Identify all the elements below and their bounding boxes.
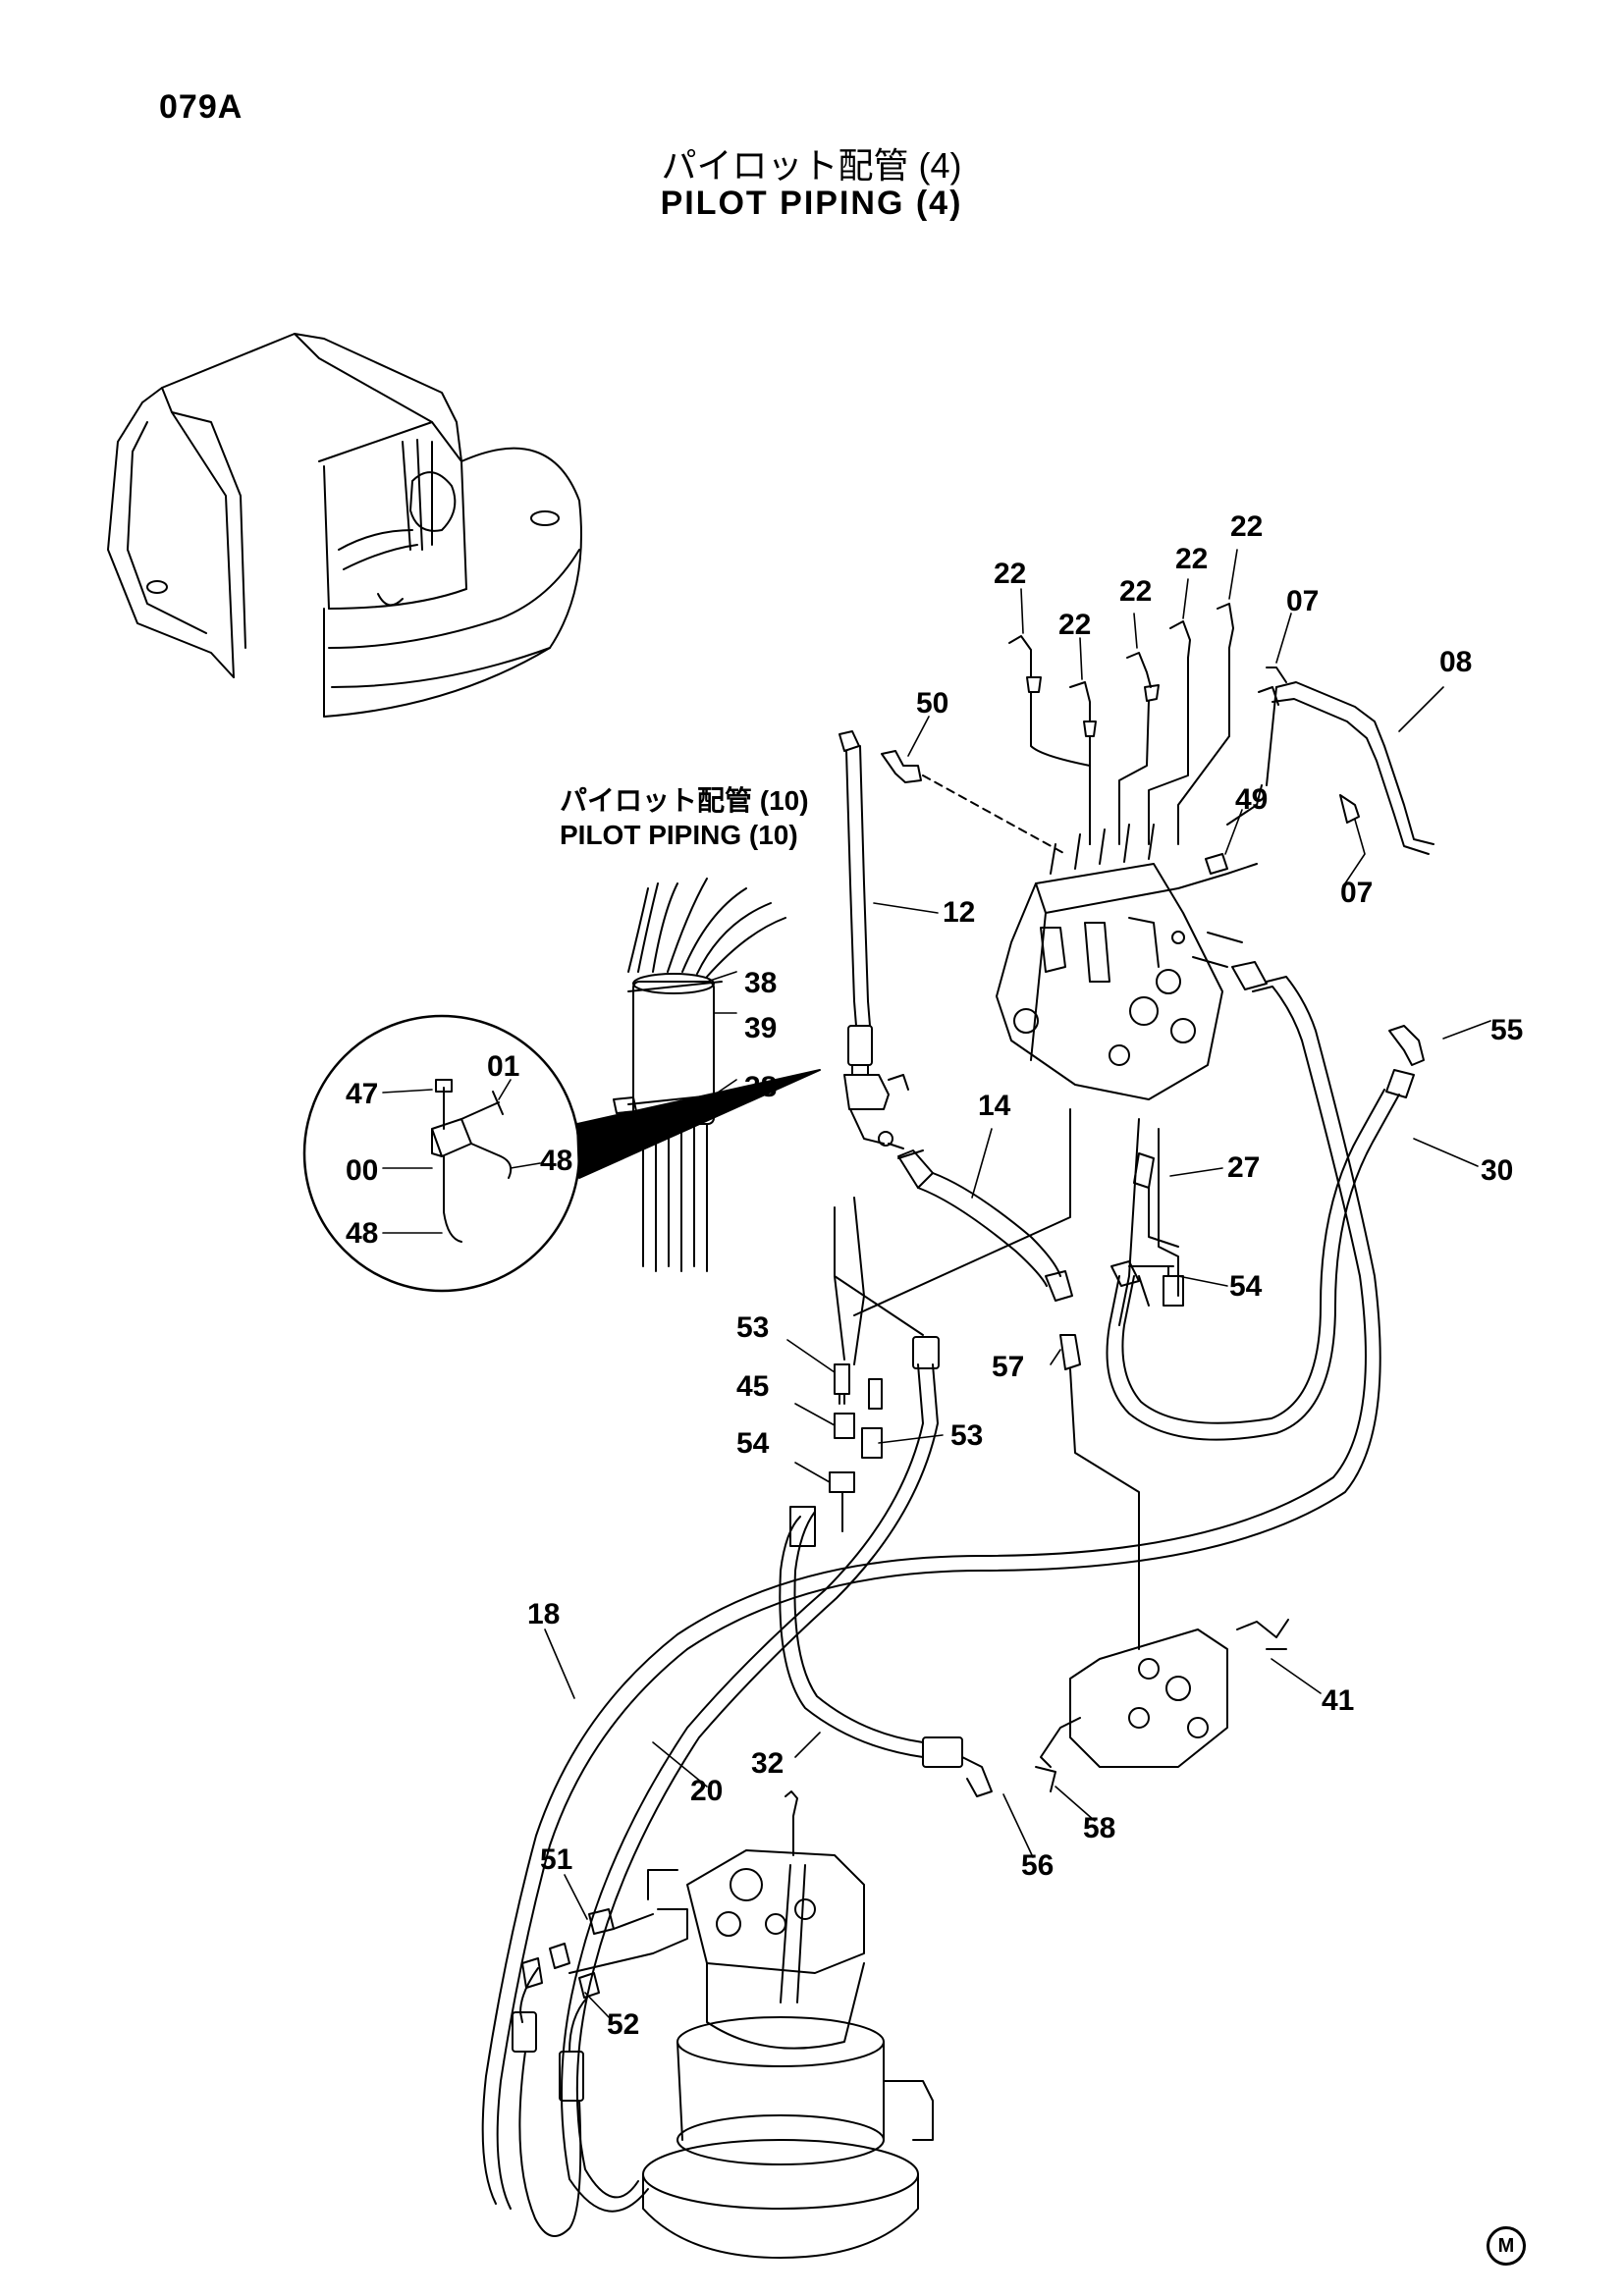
callout-01: 01: [487, 1050, 520, 1083]
callout-20: 20: [690, 1775, 724, 1807]
elbow-fittings-22: [1009, 604, 1233, 844]
callout-56: 56: [1021, 1849, 1055, 1882]
page-code: 079A: [159, 88, 243, 126]
excavator-cab-illustration: [108, 334, 581, 717]
title-english: PILOT PIPING (4): [660, 185, 963, 222]
callout-41: 41: [1322, 1684, 1355, 1717]
callout-12: 12: [943, 896, 976, 929]
callout-leaders: [383, 550, 1490, 2017]
callout-39: 39: [744, 1012, 778, 1044]
hose-12: [839, 731, 908, 1146]
callout-48: 48: [346, 1217, 379, 1250]
callout-49: 49: [1235, 783, 1269, 816]
callout-53: 53: [736, 1311, 770, 1344]
callout-55: 55: [1490, 1014, 1524, 1046]
callout-45: 45: [736, 1370, 770, 1403]
fitting-55: [1389, 1026, 1424, 1065]
manufacturer-mark: M: [1487, 2226, 1526, 2266]
title-japanese: パイロット配管 (4): [661, 145, 962, 186]
callout-32: 32: [751, 1747, 784, 1780]
callout-52: 52: [607, 2008, 640, 2041]
callout-50: 50: [916, 687, 949, 720]
callout-00: 00: [346, 1154, 379, 1187]
callout-22: 22: [994, 558, 1027, 590]
callout-27: 27: [1227, 1151, 1261, 1184]
fitting-50: [882, 751, 921, 782]
callout-07: 07: [1340, 877, 1374, 909]
fitting-49: [1206, 854, 1227, 874]
reference-note-english: PILOT PIPING (10): [560, 820, 798, 850]
callout-08: 08: [1439, 646, 1473, 678]
fittings-51-52: [513, 1909, 653, 2236]
callout-22: 22: [1119, 575, 1153, 608]
callout-38: 38: [744, 967, 778, 999]
callout-51: 51: [540, 1843, 573, 1876]
callout-38: 38: [744, 1071, 778, 1103]
hose-30-loop: [483, 962, 1414, 2209]
callout-57: 57: [992, 1351, 1025, 1383]
callout-58: 58: [1083, 1812, 1116, 1844]
callout-54: 54: [1229, 1270, 1263, 1303]
callout-22: 22: [1175, 543, 1209, 575]
callout-22: 22: [1058, 609, 1092, 641]
auxiliary-valve: [1036, 1620, 1288, 1791]
callout-48: 48: [540, 1145, 573, 1177]
callout-07: 07: [1286, 585, 1320, 617]
callout-47: 47: [346, 1078, 379, 1110]
detail-view-circle: [304, 1016, 820, 1291]
hoses-18-20-32: [562, 1337, 992, 2212]
hose-08: [1178, 667, 1434, 888]
callout-22: 22: [1230, 510, 1264, 543]
reference-note-japanese: パイロット配管 (10): [560, 785, 809, 816]
callout-53: 53: [950, 1419, 984, 1452]
hose-14: [889, 1144, 1072, 1301]
main-control-valve: [997, 825, 1242, 1099]
callout-14: 14: [978, 1090, 1011, 1122]
swing-motor: [569, 1791, 933, 2258]
callout-54: 54: [736, 1427, 770, 1460]
leader-50: [923, 775, 1065, 854]
callout-18: 18: [527, 1598, 561, 1630]
callout-30: 30: [1481, 1154, 1514, 1187]
